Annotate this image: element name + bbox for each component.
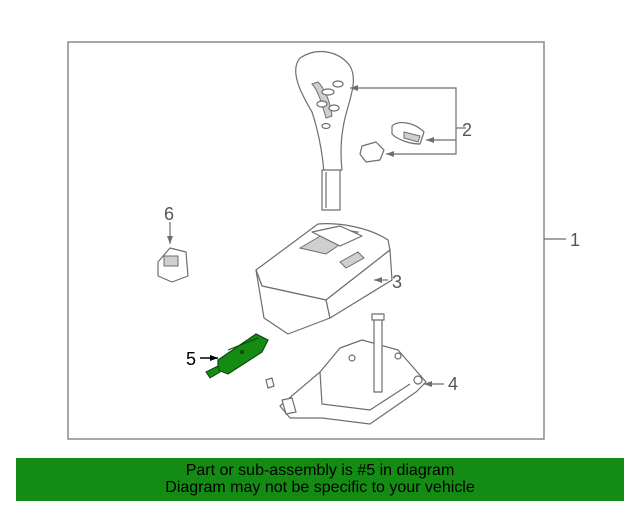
callout-6-label[interactable]: 6 <box>164 204 174 224</box>
callout-1-label[interactable]: 1 <box>570 230 580 250</box>
callout-5-label[interactable]: 5 <box>186 349 196 369</box>
shifter-housing[interactable] <box>255 223 393 335</box>
callout-2-leader <box>350 85 466 157</box>
banner-line-1: Part or sub-assembly is #5 in diagram <box>185 462 455 479</box>
shift-button-cap[interactable] <box>359 141 385 163</box>
part-info-banner: Part or sub-assembly is #5 in diagram Di… <box>16 458 624 501</box>
diagram-frame <box>67 41 545 440</box>
callout-4-label[interactable]: 4 <box>448 374 458 394</box>
shift-knob[interactable] <box>295 50 354 211</box>
callout-2-label[interactable]: 2 <box>462 120 472 140</box>
cable-switch[interactable] <box>156 247 237 302</box>
shift-button[interactable] <box>391 122 425 145</box>
banner-line-2: Diagram may not be specific to your vehi… <box>165 479 475 496</box>
highlighted-part-5[interactable] <box>205 333 269 379</box>
shifter-base[interactable] <box>265 313 427 425</box>
callout-3-label[interactable]: 3 <box>392 272 402 292</box>
